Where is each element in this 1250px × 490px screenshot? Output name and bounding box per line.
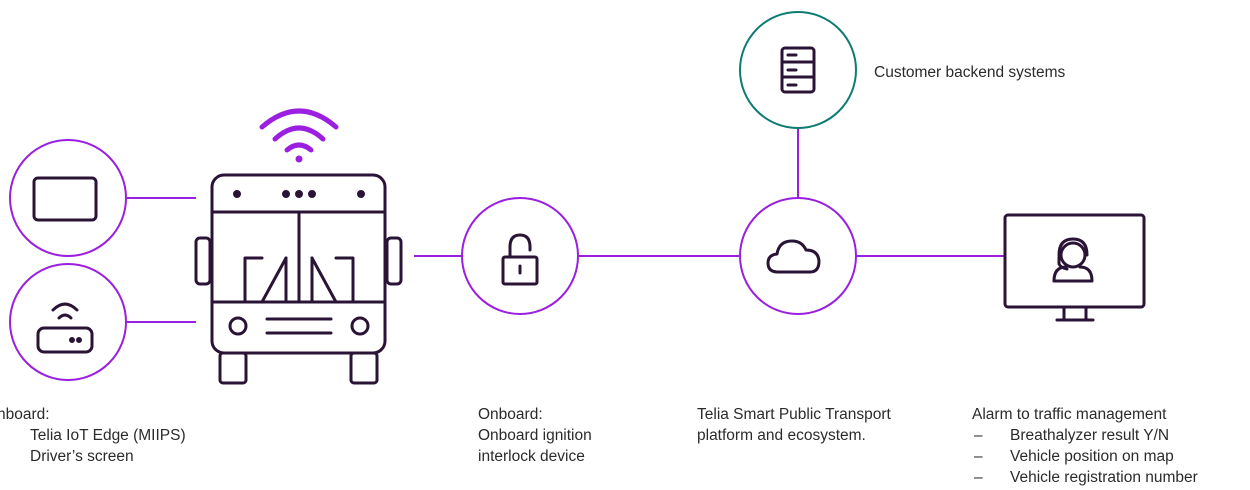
cloud-node (739, 197, 857, 315)
alarm-item-text: Breathalyzer result Y/N (1010, 427, 1170, 444)
label-platform-line: Telia Smart Public Transport (697, 406, 891, 423)
label-alarm-title: Alarm to traffic management (972, 406, 1167, 423)
label-ignition-line: interlock device (478, 448, 585, 465)
alarm-item-text: Vehicle position on map (1010, 448, 1174, 465)
dash-bullet: – (974, 448, 983, 465)
alarm-list-item: – Breathalyzer result Y/N (972, 425, 1198, 446)
label-customer-backend: Customer backend systems (874, 62, 1065, 83)
server-icon (780, 46, 816, 94)
label-platform-line: platform and ecosystem. (697, 427, 866, 444)
monitor-operator-icon (1003, 213, 1146, 322)
tablet-node (9, 139, 127, 257)
alarm-list-item: – Vehicle registration number (972, 467, 1198, 488)
label-onboard-devices-item: Telia IoT Edge (MIIPS) (30, 427, 186, 444)
connector-lines (126, 128, 1005, 323)
tablet-circle (9, 139, 127, 257)
wifi-icon (259, 108, 339, 163)
alarm-item-text: Vehicle registration number (1010, 469, 1198, 486)
server-node (739, 11, 857, 129)
label-ignition-interlock: Onboard: Onboard ignition interlock devi… (478, 404, 592, 467)
cloud-icon (766, 239, 821, 274)
label-ignition-line: Onboard ignition (478, 427, 592, 444)
dash-bullet: – (974, 469, 983, 486)
label-onboard-devices-item: Driver’s screen (30, 448, 134, 465)
server-circle (739, 11, 857, 129)
label-onboard-devices-title: nboard: (0, 406, 50, 423)
label-onboard-devices: nboard: Telia IoT Edge (MIIPS) Driver’s … (0, 404, 186, 467)
lock-node (461, 197, 579, 315)
dash-bullet: – (974, 427, 983, 444)
router-icon (36, 302, 94, 354)
router-node (9, 263, 127, 381)
cloud-circle (739, 197, 857, 315)
alarm-list-item: – Vehicle position on map (972, 446, 1198, 467)
label-ignition-line: Onboard: (478, 406, 543, 423)
router-circle (9, 263, 127, 381)
label-alarm: Alarm to traffic management – Breathalyze… (972, 404, 1198, 488)
tablet-icon (32, 176, 98, 222)
bus-icon (194, 173, 403, 385)
lock-icon (501, 233, 539, 286)
label-platform: Telia Smart Public Transport platform an… (697, 404, 891, 446)
label-customer-backend-text: Customer backend systems (874, 64, 1066, 81)
